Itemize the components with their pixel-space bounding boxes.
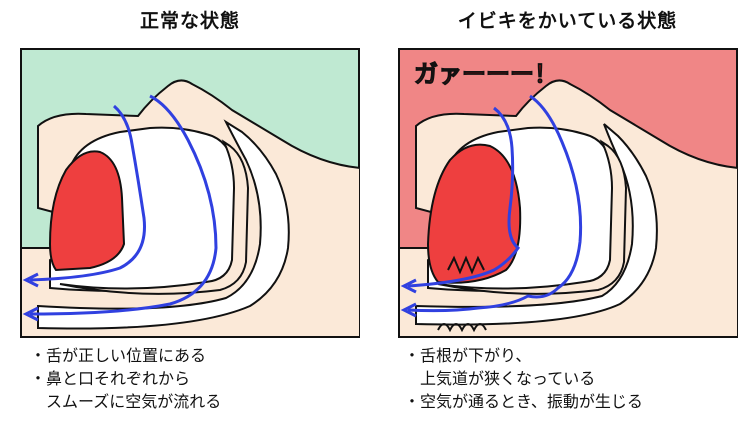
left-note-1: ・舌が正しい位置にある bbox=[30, 346, 207, 365]
right-note-2: 上気道が狭くなっている bbox=[420, 369, 596, 388]
right-nasal-passage bbox=[415, 123, 658, 326]
right-panel: ガァーーー！ bbox=[398, 48, 738, 338]
snore-shout: ガァーーー！ bbox=[414, 60, 558, 88]
right-airflow-mouth bbox=[407, 106, 521, 288]
right-notes: ・舌根が下がり、 上気道が狭くなっている ・空気が通るとき、振動が生じる bbox=[404, 344, 643, 413]
left-tongue bbox=[48, 150, 126, 272]
left-airflow-arrow-1 bbox=[22, 272, 39, 288]
normal-airway-diagram bbox=[20, 48, 360, 338]
right-airflow-arrow-2 bbox=[400, 302, 417, 318]
left-palate bbox=[59, 139, 250, 295]
right-airflow-nose bbox=[407, 94, 583, 313]
right-note-3: ・空気が通るとき、振動が生じる bbox=[404, 392, 643, 411]
right-snore-vibration bbox=[437, 323, 487, 333]
snoring-airway-diagram: ガァーーー！ bbox=[398, 48, 738, 338]
right-note-1: ・舌根が下がり、 bbox=[404, 346, 532, 365]
left-note-3: スムーズに空気が流れる bbox=[46, 392, 222, 411]
left-note-2: ・鼻と口それぞれから bbox=[30, 369, 191, 388]
left-nasal-passage bbox=[37, 119, 290, 330]
left-notes: ・舌が正しい位置にある ・鼻と口それぞれから スムーズに空気が流れる bbox=[30, 344, 221, 413]
left-title: 正常な状態 bbox=[139, 10, 240, 32]
right-tongue-vibration bbox=[447, 255, 485, 275]
left-panel bbox=[20, 48, 360, 338]
left-airflow-arrow-2 bbox=[22, 306, 39, 322]
left-airflow-nose bbox=[29, 94, 218, 316]
left-airflow-mouth bbox=[29, 104, 146, 282]
right-title: イビキをかいている状態 bbox=[457, 10, 678, 32]
right-airflow-arrow-1 bbox=[400, 278, 417, 294]
